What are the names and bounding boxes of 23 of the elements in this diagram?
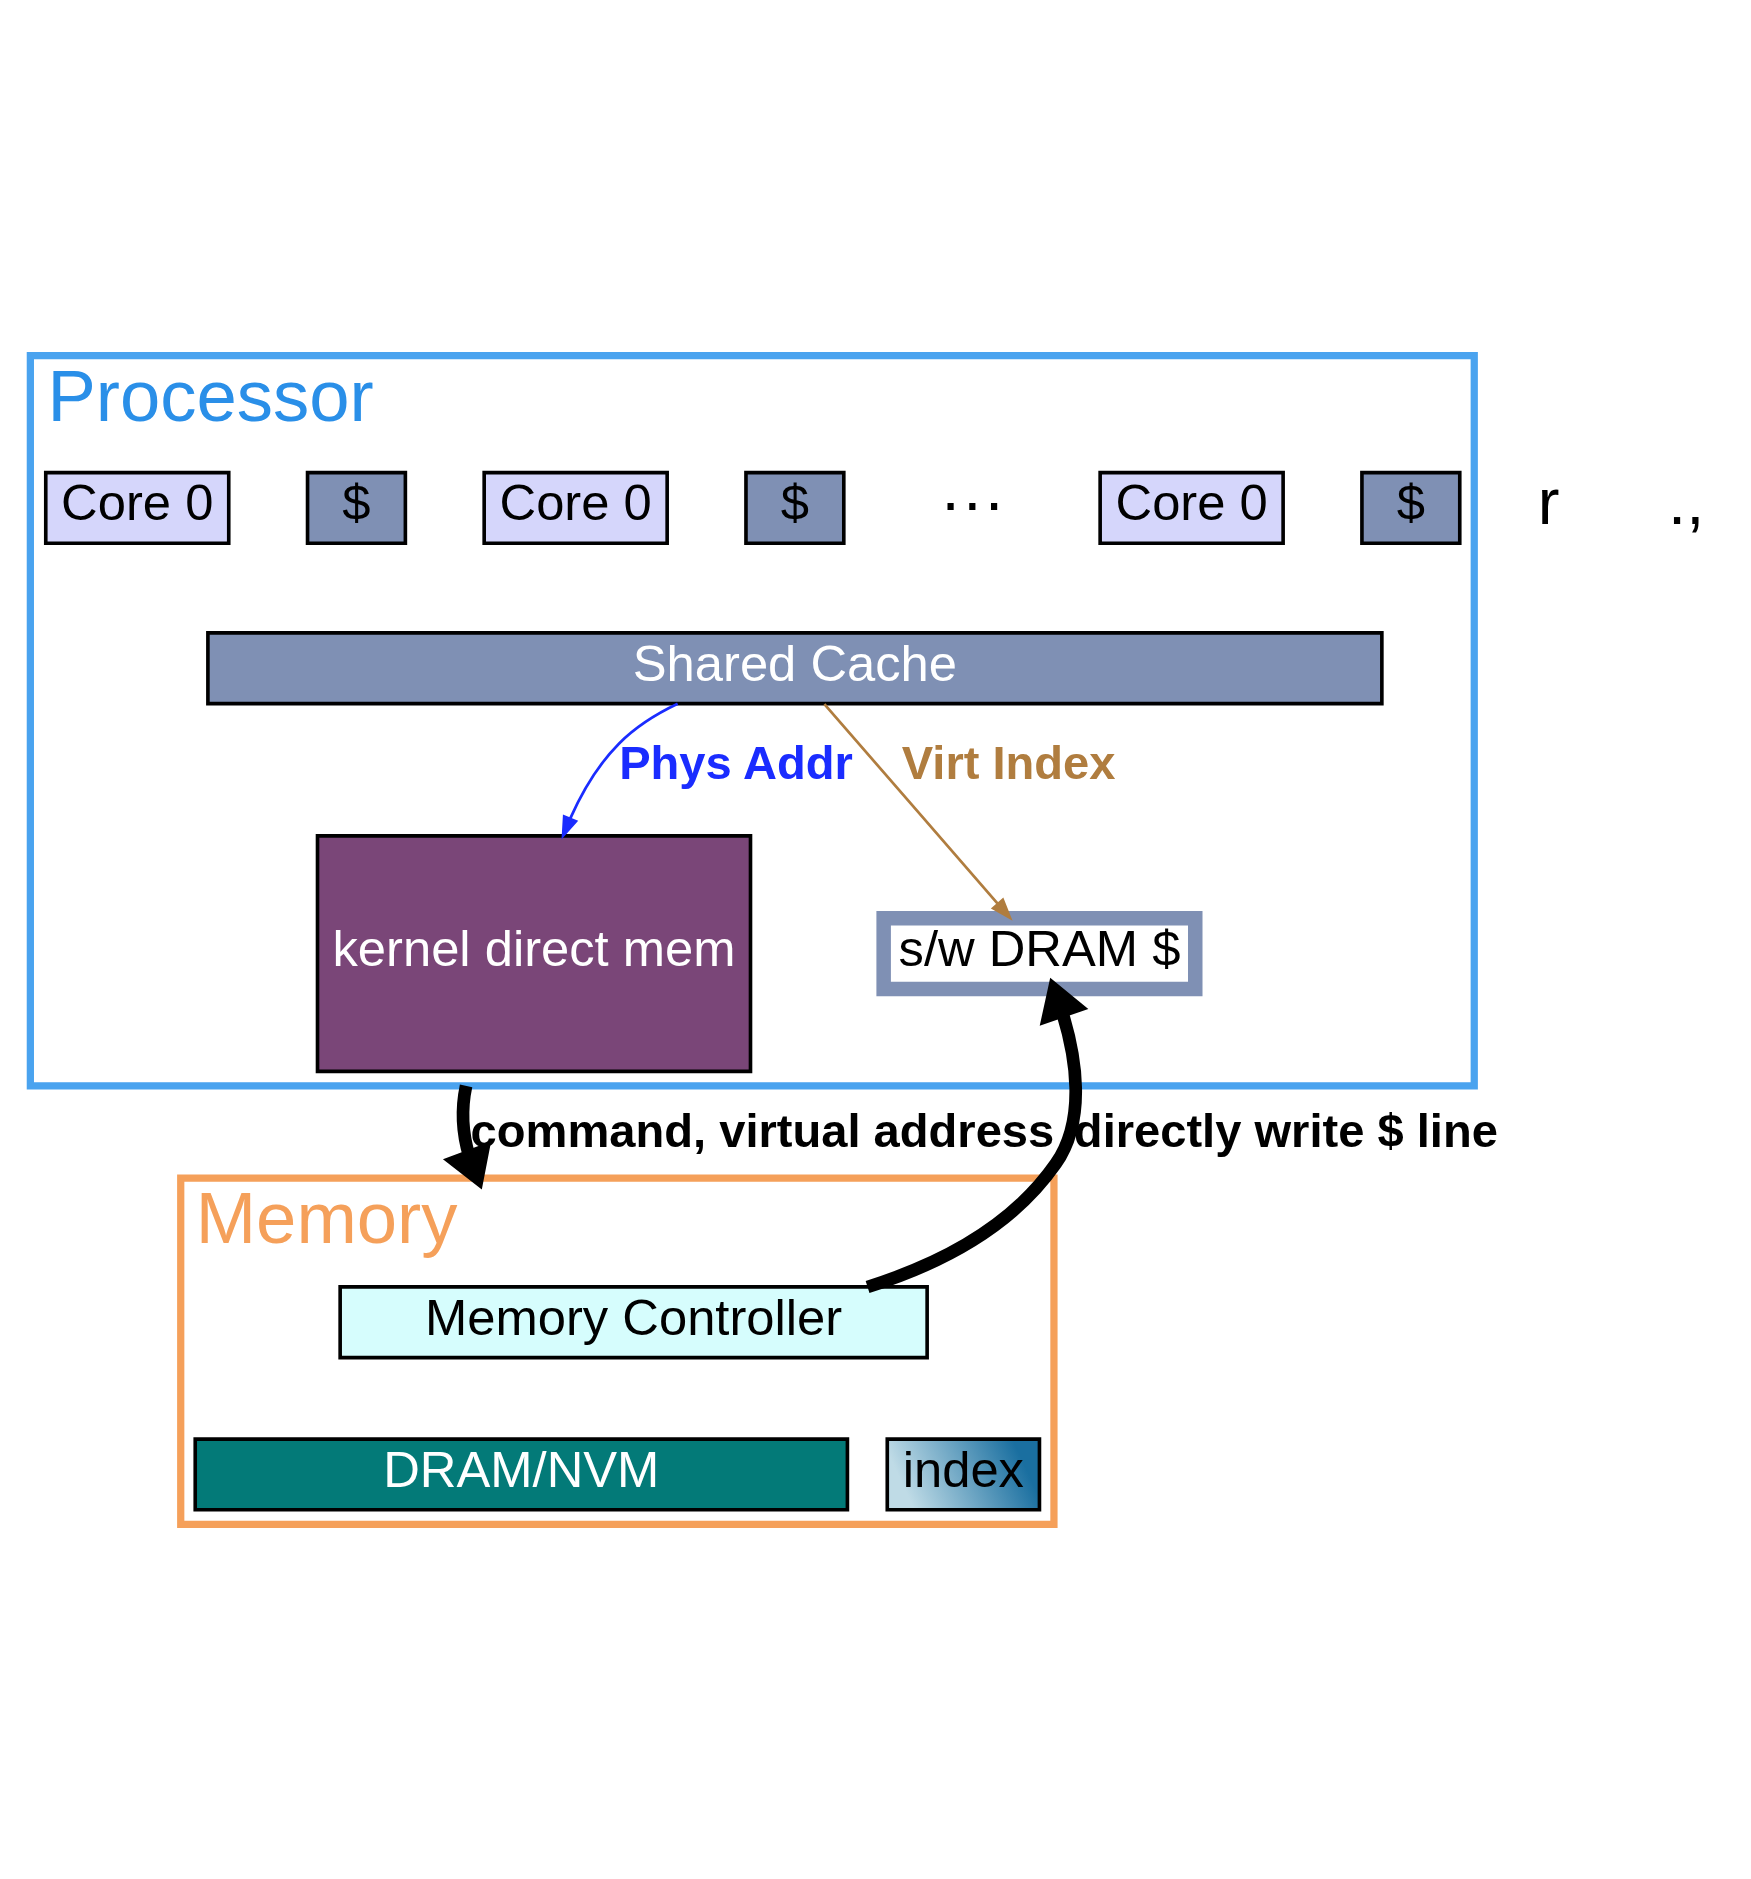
- node-box: Memory Controller: [338, 1284, 929, 1359]
- node-box: $: [744, 470, 846, 545]
- node-box: Core 0: [43, 470, 231, 545]
- arrow: [561, 702, 679, 839]
- node-box: Core 0: [482, 470, 669, 545]
- label: r: [1537, 464, 1560, 538]
- node-box: DRAM/NVM: [193, 1436, 850, 1512]
- arrow: [865, 977, 1089, 1293]
- node-box: $: [305, 470, 408, 545]
- node-box: Shared Cache: [206, 630, 1384, 705]
- label: ···: [939, 464, 1005, 538]
- node-box: s/w DRAM $: [876, 910, 1203, 996]
- arrow: [442, 1084, 492, 1190]
- node-box: index: [885, 1436, 1042, 1512]
- node-box: $: [1360, 470, 1462, 545]
- node-box: Core 0: [1098, 470, 1285, 545]
- edge-label: directly write $ line: [1073, 1103, 1498, 1157]
- arrow: [823, 702, 1013, 921]
- node-box: kernel direct mem: [315, 833, 753, 1073]
- edge-label: command, virtual address: [470, 1103, 1055, 1157]
- edge-label: Phys Addr: [619, 735, 853, 789]
- label: .,: [1668, 464, 1705, 538]
- edge-label: Virt Index: [901, 735, 1116, 789]
